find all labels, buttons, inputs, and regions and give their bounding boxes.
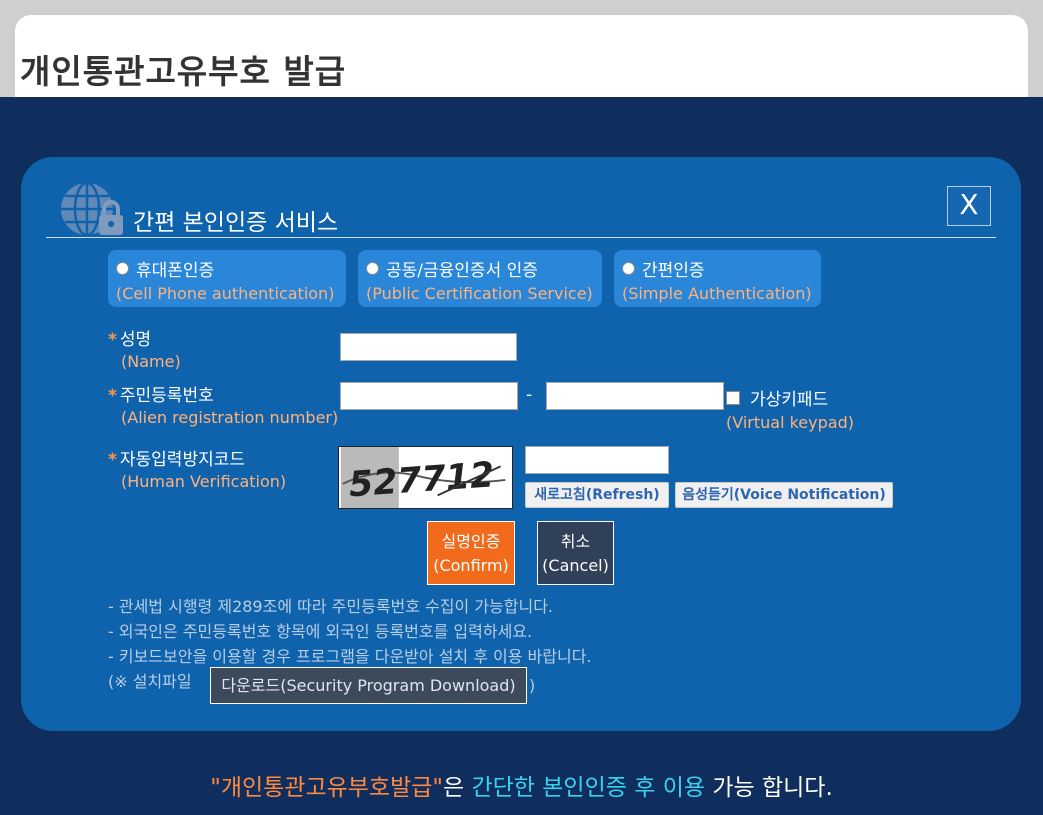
radio-public-cert[interactable] — [366, 262, 379, 275]
footer-message: "개인통관고유부호발급"은 간단한 본인인증 후 이용 가능 합니다. — [0, 768, 1043, 802]
tab-simple-auth[interactable]: 간편인증 (Simple Authentication) — [614, 250, 821, 307]
name-label-group: *성명 (Name) — [108, 325, 181, 371]
title-divider — [46, 237, 996, 238]
virtual-keypad-group: 가상키패드 (Virtual keypad) — [726, 385, 854, 432]
cancel-sublabel: (Cancel) — [542, 556, 609, 575]
captcha-image: 527712 — [338, 446, 513, 509]
alien-reg-front-input[interactable] — [340, 382, 518, 410]
tab-sublabel: (Cell Phone authentication) — [116, 284, 335, 303]
security-download-button[interactable]: 다운로드(Security Program Download) — [210, 667, 527, 704]
name-label: 성명 — [119, 330, 152, 350]
required-mark: * — [108, 386, 117, 406]
confirm-button[interactable]: 실명인증 (Confirm) — [427, 521, 515, 585]
virtual-keypad-sublabel: (Virtual keypad) — [726, 413, 854, 432]
alien-reg-label: 주민등록번호 — [119, 386, 214, 406]
reg-separator: - — [526, 385, 533, 405]
tab-cell-phone-auth[interactable]: 휴대폰인증 (Cell Phone authentication) — [108, 250, 346, 307]
footer-text-end: 가능 합니다. — [705, 775, 833, 801]
confirm-label: 실명인증 — [441, 532, 501, 551]
note-item: - 관세법 시행령 제289조에 따라 주민등록번호 수집이 가능합니다. — [108, 597, 554, 616]
tab-label: 간편인증 — [642, 261, 705, 281]
captcha-refresh-button[interactable]: 새로고침(Refresh) — [525, 482, 669, 508]
virtual-keypad-label: 가상키패드 — [750, 390, 829, 410]
note-item: - 키보드보안을 이용할 경우 프로그램을 다운받아 설치 후 이용 바랍니다. — [108, 647, 592, 666]
name-sublabel: (Name) — [121, 352, 181, 371]
page-title: 개인통관고유부호 발급 — [20, 52, 347, 91]
captcha-input[interactable] — [525, 446, 669, 474]
tab-sublabel: (Public Certification Service) — [366, 284, 593, 303]
cancel-label: 취소 — [560, 532, 591, 551]
footer-text: 은 — [443, 775, 472, 801]
close-button[interactable]: X — [947, 186, 991, 226]
alien-reg-sublabel: (Alien registration number) — [121, 408, 339, 427]
virtual-keypad-checkbox[interactable] — [726, 390, 740, 405]
radio-simple[interactable] — [622, 262, 635, 275]
footer-emphasis: 간단한 본인인증 후 이용 — [471, 775, 706, 801]
download-prefix: (※ 설치파일 — [108, 672, 192, 691]
captcha-label: 자동입력방지코드 — [119, 450, 246, 470]
tab-label: 공동/금융인증서 인증 — [386, 261, 538, 281]
auth-modal: 간편 본인인증 서비스 X 휴대폰인증 (Cell Phone authenti… — [21, 157, 1021, 731]
tab-public-cert-auth[interactable]: 공동/금융인증서 인증 (Public Certification Servic… — [358, 250, 602, 307]
download-suffix: ) — [529, 676, 536, 695]
captcha-sublabel: (Human Verification) — [121, 472, 287, 491]
globe-lock-icon — [61, 181, 123, 237]
note-item: - 외국인은 주민등록번호 항목에 외국인 등록번호를 입력하세요. — [108, 622, 533, 641]
modal-title: 간편 본인인증 서비스 — [133, 210, 339, 236]
confirm-sublabel: (Confirm) — [433, 556, 509, 575]
tab-sublabel: (Simple Authentication) — [622, 284, 812, 303]
radio-cell-phone[interactable] — [116, 262, 129, 275]
name-input[interactable] — [340, 333, 517, 361]
cancel-button[interactable]: 취소 (Cancel) — [537, 521, 614, 585]
alien-reg-back-input[interactable] — [546, 382, 724, 410]
notes-list: - 관세법 시행령 제289조에 따라 주민등록번호 수집이 가능합니다. - … — [108, 594, 592, 669]
footer-highlight: "개인통관고유부호발급" — [210, 775, 443, 801]
alien-reg-label-group: *주민등록번호 (Alien registration number) — [108, 381, 338, 427]
captcha-label-group: *자동입력방지코드 (Human Verification) — [108, 445, 286, 491]
required-mark: * — [108, 450, 117, 470]
tab-label: 휴대폰인증 — [136, 261, 215, 281]
required-mark: * — [108, 330, 117, 350]
captcha-voice-button[interactable]: 음성듣기(Voice Notification) — [675, 482, 893, 508]
